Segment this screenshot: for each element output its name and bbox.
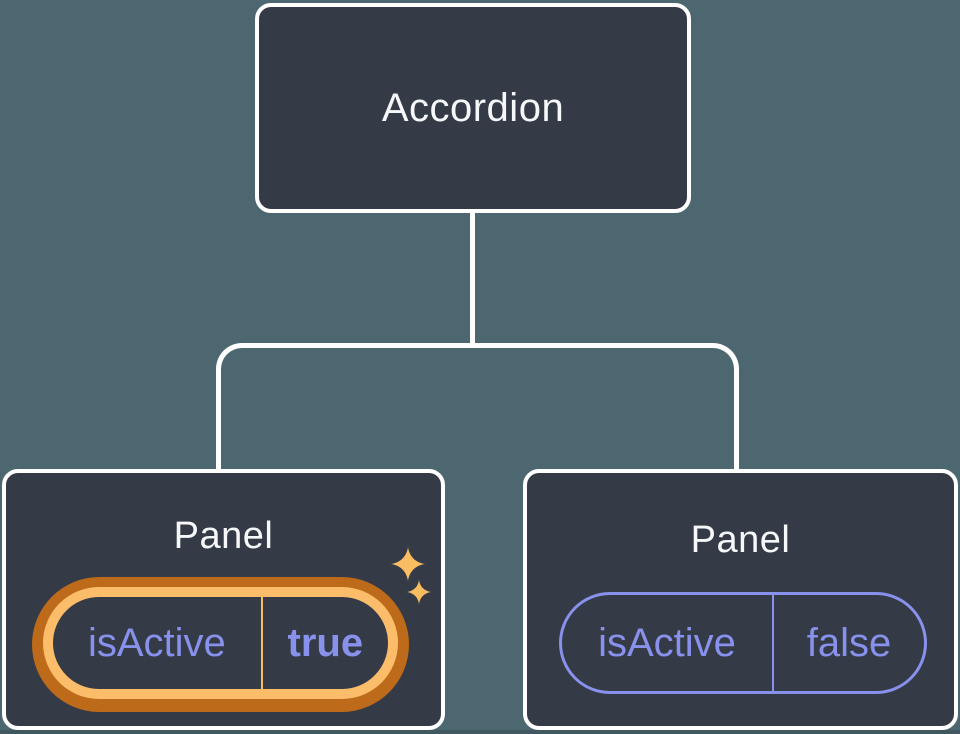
panel-node-active: Panel isActive true	[2, 469, 445, 730]
state-value-label: true	[287, 621, 364, 665]
state-pill-active-glow: isActive true	[43, 587, 398, 699]
panel-node-inactive: Panel isActive false	[523, 469, 958, 730]
state-pill-divider	[260, 597, 263, 689]
sparkle-icon-small	[407, 580, 431, 604]
connector-branch	[216, 343, 739, 470]
accordion-node-label: Accordion	[381, 85, 565, 130]
panel-title: Panel	[690, 519, 791, 561]
connector-stem	[470, 210, 475, 346]
state-key-label: isActive	[87, 621, 226, 665]
state-value-label: false	[806, 621, 892, 665]
state-key-label: isActive	[598, 621, 736, 665]
sparkle-icon	[391, 547, 425, 581]
state-pill-divider	[771, 595, 774, 691]
accordion-node: Accordion	[255, 3, 691, 213]
viewport-bottom-shade	[0, 730, 960, 734]
state-pill-body: isActive true	[53, 597, 388, 689]
state-pill-active: isActive true	[32, 577, 409, 712]
state-pill-inactive: isActive false	[559, 592, 927, 694]
panel-title: Panel	[173, 515, 274, 557]
